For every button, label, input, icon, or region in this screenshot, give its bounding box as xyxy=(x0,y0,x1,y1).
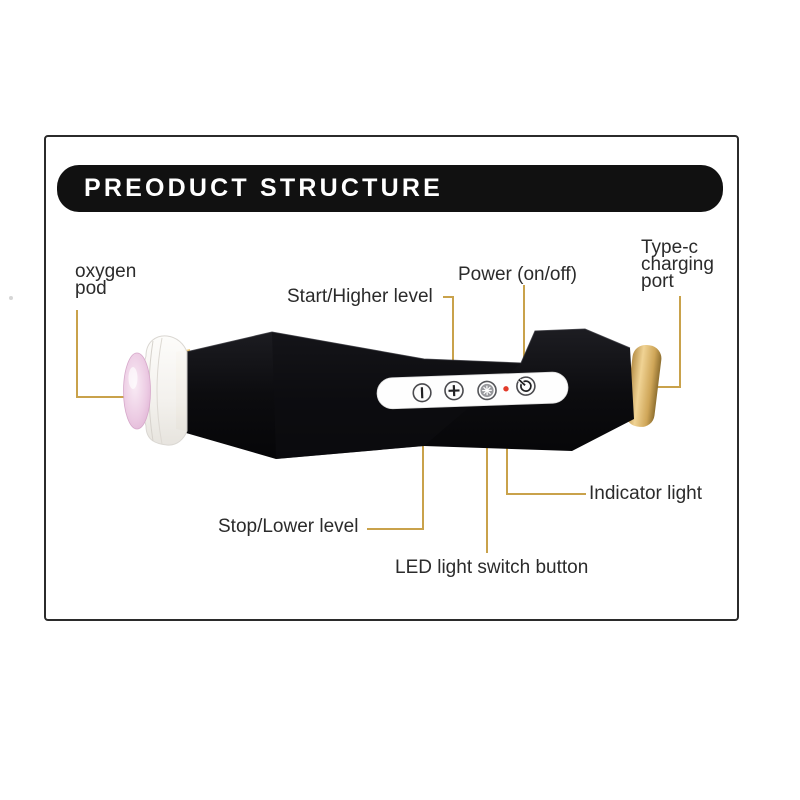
label-led-switch: LED light switch button xyxy=(395,557,589,578)
type-c-charging-port xyxy=(625,344,662,427)
stop-lower-button xyxy=(412,383,432,403)
pod-highlight xyxy=(128,367,138,389)
power-button xyxy=(516,376,536,396)
leader-oxygen-pod xyxy=(76,310,132,398)
leader-start-higher xyxy=(443,296,454,382)
label-power-on-off: Power (on/off) xyxy=(458,264,577,285)
plus-icon xyxy=(448,385,460,397)
label-oxygen-pod: oxygen pod xyxy=(75,261,137,299)
page-title: PREODUCT STRUCTURE xyxy=(84,174,443,202)
title-bar: PREODUCT STRUCTURE xyxy=(57,165,723,212)
cup-contour-line xyxy=(156,337,163,445)
leader-type-c xyxy=(656,296,681,388)
stray-speck xyxy=(9,296,13,300)
label-stop-lower: Stop/Lower level xyxy=(218,516,359,537)
label-type-c-port: Type-c charging port xyxy=(641,237,714,292)
oxygen-pod xyxy=(123,352,151,430)
label-start-higher: Start/Higher level xyxy=(287,286,433,307)
start-higher-button xyxy=(444,380,464,401)
led-light-switch-button xyxy=(477,380,497,401)
control-panel xyxy=(376,371,569,410)
indicator-light xyxy=(503,386,509,392)
label-indicator-light: Indicator light xyxy=(589,483,703,504)
power-icon xyxy=(518,378,532,392)
